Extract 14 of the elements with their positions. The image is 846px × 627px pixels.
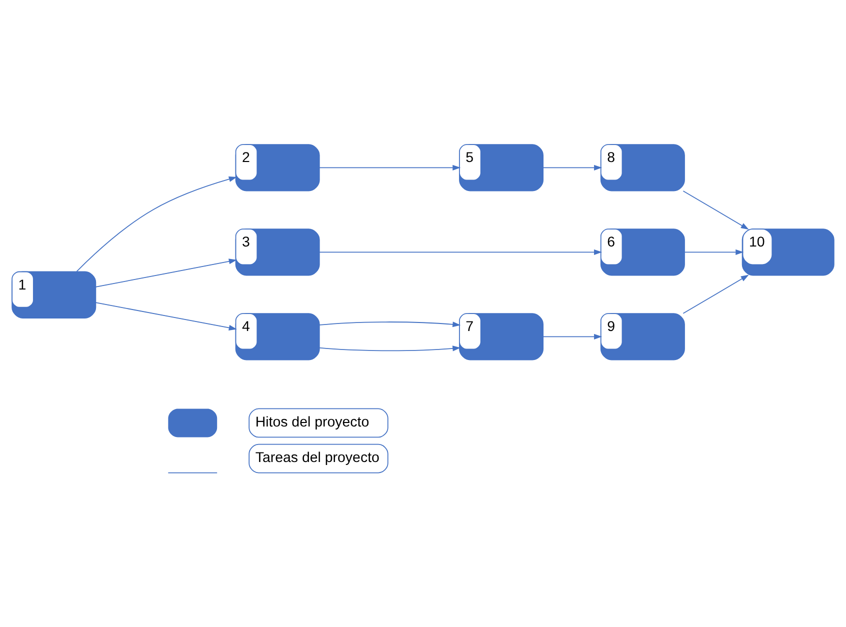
legend-label: Tareas del proyecto bbox=[255, 449, 380, 466]
arrow bbox=[318, 164, 461, 170]
legend-label: Hitos del proyecto bbox=[255, 414, 370, 430]
arrow bbox=[319, 248, 602, 254]
arrow bbox=[95, 258, 237, 287]
arrow bbox=[318, 321, 461, 327]
arrow bbox=[95, 302, 237, 330]
arrow bbox=[542, 164, 602, 170]
arrow bbox=[682, 190, 749, 230]
arrow bbox=[682, 274, 749, 314]
arrow bbox=[76, 176, 237, 272]
arrow bbox=[318, 345, 461, 351]
arrow bbox=[684, 248, 744, 254]
arrow bbox=[542, 333, 602, 339]
